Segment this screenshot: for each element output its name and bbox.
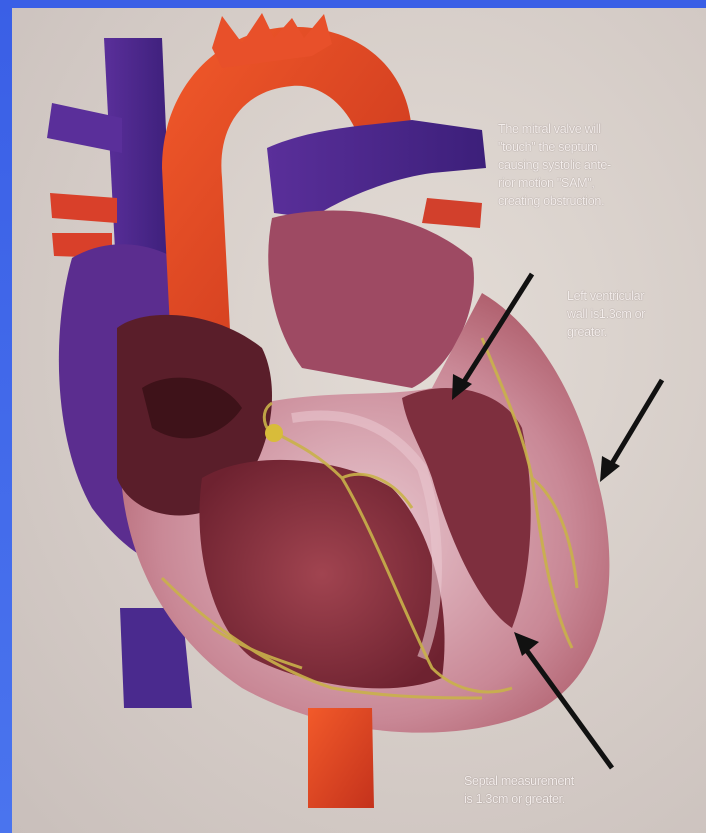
heart-illustration-photo: The mitral valve will "touch" the septum…	[12, 8, 706, 833]
descending-aorta	[308, 708, 374, 808]
sam-annotation: The mitral valve will "touch" the septum…	[498, 120, 706, 210]
left-atrium	[268, 211, 474, 388]
lv-wall-annotation: Left ventricular wall is1.3cm or greater…	[567, 287, 706, 341]
septal-annotation: Septal measurement is 1.3cm or greater.	[464, 772, 664, 808]
arrow-icon	[600, 380, 662, 482]
